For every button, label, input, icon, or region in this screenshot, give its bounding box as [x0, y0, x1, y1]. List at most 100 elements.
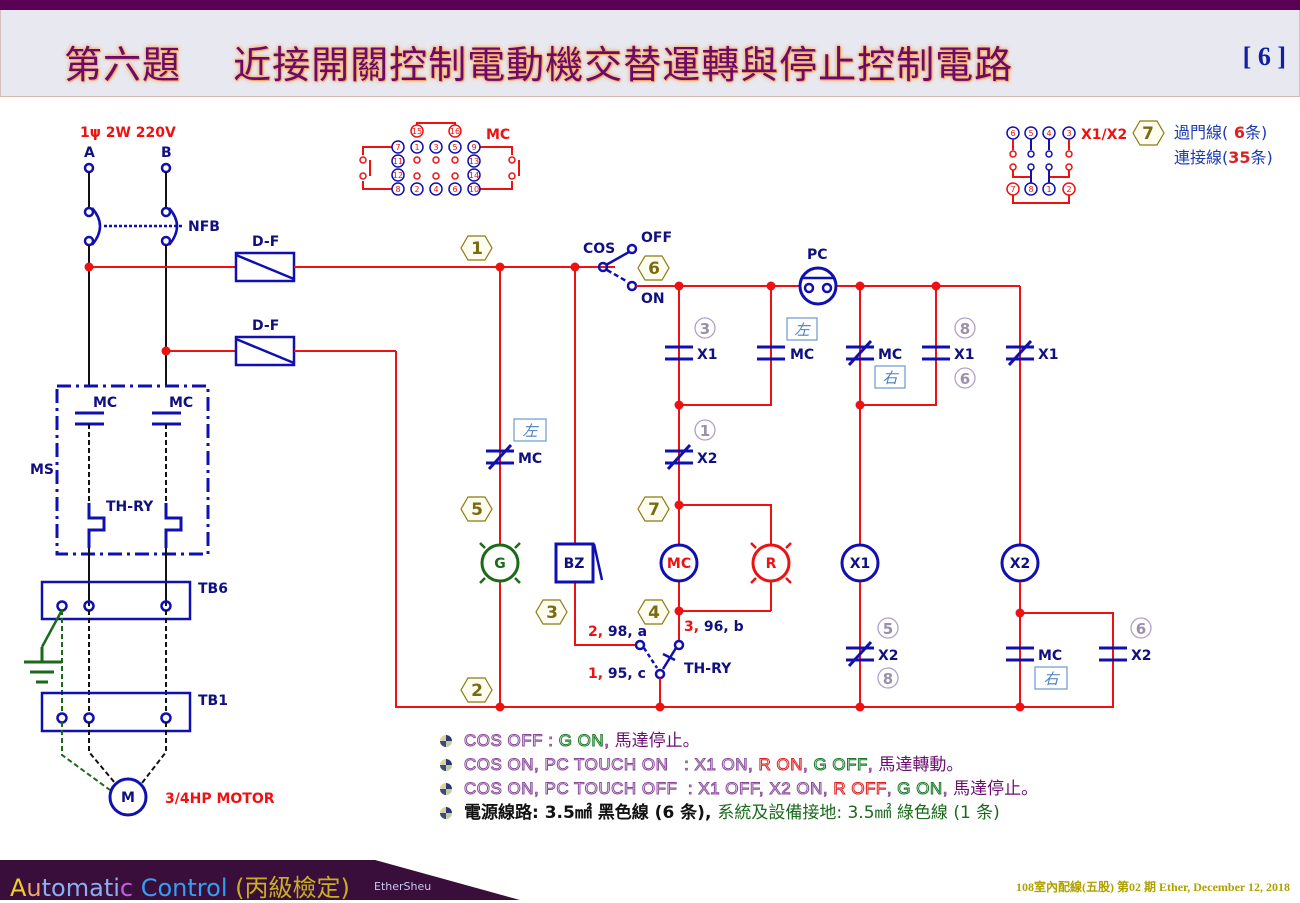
hex-badge: 7	[637, 496, 670, 522]
svg-text:4: 4	[433, 185, 438, 194]
svg-text:3: 3	[700, 320, 710, 338]
buzzer-label: BZ	[564, 556, 585, 572]
footer-band	[0, 860, 520, 900]
svg-text:左: 左	[522, 422, 539, 440]
svg-text:11: 11	[393, 157, 403, 166]
x2-nc-contact-icon	[665, 443, 693, 471]
circle-number: 6	[954, 367, 976, 389]
note-item: COS OFF : G ON , 馬達停止。	[440, 729, 1038, 753]
relay-pin-label: X1/X2	[1081, 127, 1127, 143]
mc-pin-label: MC	[486, 127, 510, 143]
page-number: [ 6 ]	[1242, 42, 1286, 71]
circle-number: 3	[694, 317, 716, 339]
buzzer-icon	[554, 542, 604, 584]
motor-label: 3/4HP MOTOR	[165, 791, 275, 807]
circle-number: 8	[877, 667, 899, 689]
mc-no-contact-label: MC	[790, 347, 814, 363]
svg-text:7: 7	[395, 143, 400, 152]
circle-number: 8	[954, 317, 976, 339]
svg-text:6: 6	[1010, 129, 1015, 138]
mc-no-lower-contact-label: MC	[1038, 648, 1062, 664]
svg-text:16: 16	[450, 127, 460, 136]
x1-nc-contact-label: X1	[1038, 347, 1059, 363]
ms-enclosure	[55, 384, 210, 556]
tb1-block	[40, 691, 192, 733]
fuse-1-icon	[234, 251, 296, 283]
mc-main-contact-1-label: MC	[93, 395, 117, 411]
svg-text:1: 1	[471, 239, 483, 259]
svg-text:1: 1	[700, 422, 710, 440]
green-lamp-label: G	[494, 556, 506, 572]
svg-text:5: 5	[471, 500, 483, 520]
cos-label: COS	[583, 241, 615, 257]
x1-coil-icon	[840, 543, 880, 583]
svg-text:1: 1	[1046, 185, 1051, 194]
mc-main-contact-icon	[75, 411, 181, 426]
bullet-icon	[440, 735, 452, 747]
svg-text:7: 7	[1142, 124, 1154, 144]
mc-no-lower-contact-icon	[1006, 646, 1034, 662]
mc-main-contact-2-label: MC	[169, 395, 193, 411]
x1-nc-contact-icon	[1006, 339, 1034, 367]
footer-author: EtherSheu	[374, 880, 432, 893]
x2-no-contact-icon	[1099, 646, 1127, 662]
nfb-label: NFB	[188, 219, 220, 235]
tb6-label: TB6	[198, 581, 228, 597]
svg-text:6: 6	[960, 370, 970, 388]
mc-nc-lamp-contact-label: MC	[518, 451, 542, 467]
svg-text:2: 2	[471, 681, 483, 701]
nfb-breaker-icon	[83, 206, 182, 247]
note-item: COS ON, PC TOUCH ON : X1 ON, R ON , G OF…	[440, 753, 1038, 777]
circle-number: 1	[694, 419, 716, 441]
wire-count: 過門線( 6条) 連接線(35条)	[1174, 120, 1273, 170]
svg-text:5: 5	[452, 143, 457, 152]
svg-text:6: 6	[1136, 620, 1146, 638]
hex-badge: 5	[460, 496, 493, 522]
th-ry-a-terminal-label: 2, 98, a	[588, 624, 647, 640]
svg-text:14: 14	[469, 171, 479, 180]
mc-no-contact-icon	[757, 345, 785, 361]
mc-nc-contact-label: MC	[878, 347, 902, 363]
page-title: 第六題 近接開關控制電動機交替運轉與停止控制電路	[64, 43, 1014, 87]
svg-text:8: 8	[1028, 185, 1033, 194]
svg-text:右: 右	[882, 369, 899, 387]
mc-nc-lamp-contact-icon	[486, 443, 514, 471]
supply-label: 1ψ 2W 220V	[80, 125, 176, 141]
ms-label: MS	[30, 462, 54, 478]
th-ry-control-label: TH-RY	[684, 661, 732, 677]
connect-wire-count: 連接線(35条)	[1174, 148, 1273, 167]
terminal-b	[160, 162, 172, 174]
svg-text:5: 5	[1028, 129, 1033, 138]
svg-text:13: 13	[469, 157, 479, 166]
proximity-switch-icon	[798, 266, 838, 306]
svg-text:7: 7	[648, 500, 660, 520]
mc-pin-diagram: 15 16 MC 7 1 3 5 9 11 13 12 14 8 2 4 6 1…	[359, 122, 520, 196]
top-bar	[0, 0, 1300, 10]
svg-text:3: 3	[1066, 129, 1071, 138]
motor-symbol: M	[121, 790, 135, 806]
circle-number: 5	[877, 617, 899, 639]
cos-off-label: OFF	[641, 230, 672, 246]
terminal-a	[83, 162, 95, 174]
hex-badge: 6	[637, 255, 670, 281]
hex-badge: 3	[535, 599, 568, 625]
ground-icon	[24, 609, 64, 684]
note-item: COS ON, PC TOUCH OFF : X1 OFF, X2 ON, R …	[440, 777, 1038, 801]
bullet-icon	[440, 807, 452, 819]
pc-label: PC	[807, 247, 828, 263]
svg-text:2: 2	[1066, 185, 1071, 194]
thermal-relay-main-label: TH-RY	[106, 499, 154, 515]
svg-text:8: 8	[960, 320, 970, 338]
note-item: 電源線路: 3.5㎟ 黑色線 (6 条), 系統及設備接地: 3.5㎟ 綠色線 …	[440, 801, 1038, 825]
left-tag: 左	[786, 317, 818, 341]
hex-badge: 1	[460, 235, 493, 261]
thermal-relay-control-icon	[634, 639, 685, 680]
svg-text:左: 左	[794, 321, 811, 339]
svg-text:4: 4	[1046, 129, 1051, 138]
svg-text:15: 15	[412, 127, 422, 136]
svg-text:3: 3	[433, 143, 438, 152]
thermal-relay-main-icon	[87, 503, 183, 548]
svg-text:5: 5	[883, 620, 893, 638]
svg-text:6: 6	[648, 259, 660, 279]
